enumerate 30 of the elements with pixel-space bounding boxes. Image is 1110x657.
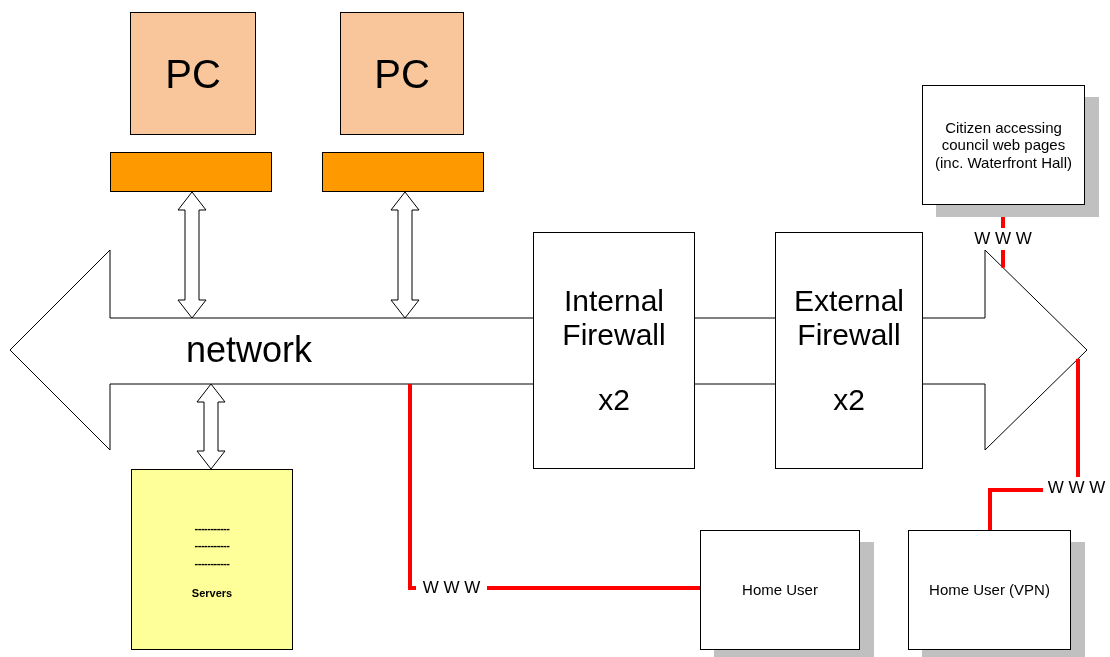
node-label: Internal Firewall [561, 283, 667, 353]
device-bar [322, 152, 484, 192]
device-bar [110, 152, 272, 192]
connection-line [1001, 250, 1005, 268]
firewall-box [775, 232, 923, 469]
pc-box [130, 12, 256, 135]
node-label: PC [165, 50, 221, 97]
node-label: External Firewall [792, 283, 906, 353]
connection-line [487, 586, 700, 590]
double-arrow [177, 191, 207, 319]
node-label: Home User (VPN) [929, 581, 1050, 599]
node-label: Servers [191, 586, 233, 600]
node-label: x2 [598, 383, 630, 418]
pc-box [340, 12, 464, 135]
node-label: W W W [422, 578, 481, 598]
connection-line [1076, 358, 1080, 477]
node-label: Home User [742, 581, 818, 599]
node-label: W W W [974, 229, 1032, 249]
node-label: PC [374, 50, 430, 97]
connection-line [408, 384, 416, 590]
node-label: W W W [1047, 478, 1106, 498]
dash-lines: ----------- ----------- ----------- [193, 520, 231, 571]
node-label: network [186, 329, 313, 371]
double-arrow [390, 191, 420, 319]
firewall-box [533, 232, 695, 469]
double-arrow [196, 383, 226, 470]
node-label: Citizen accessing council web pages (inc. Waterfront Hall) [934, 119, 1073, 171]
connection-line [988, 488, 1043, 530]
node-label: x2 [833, 383, 865, 418]
server-box [131, 469, 293, 650]
